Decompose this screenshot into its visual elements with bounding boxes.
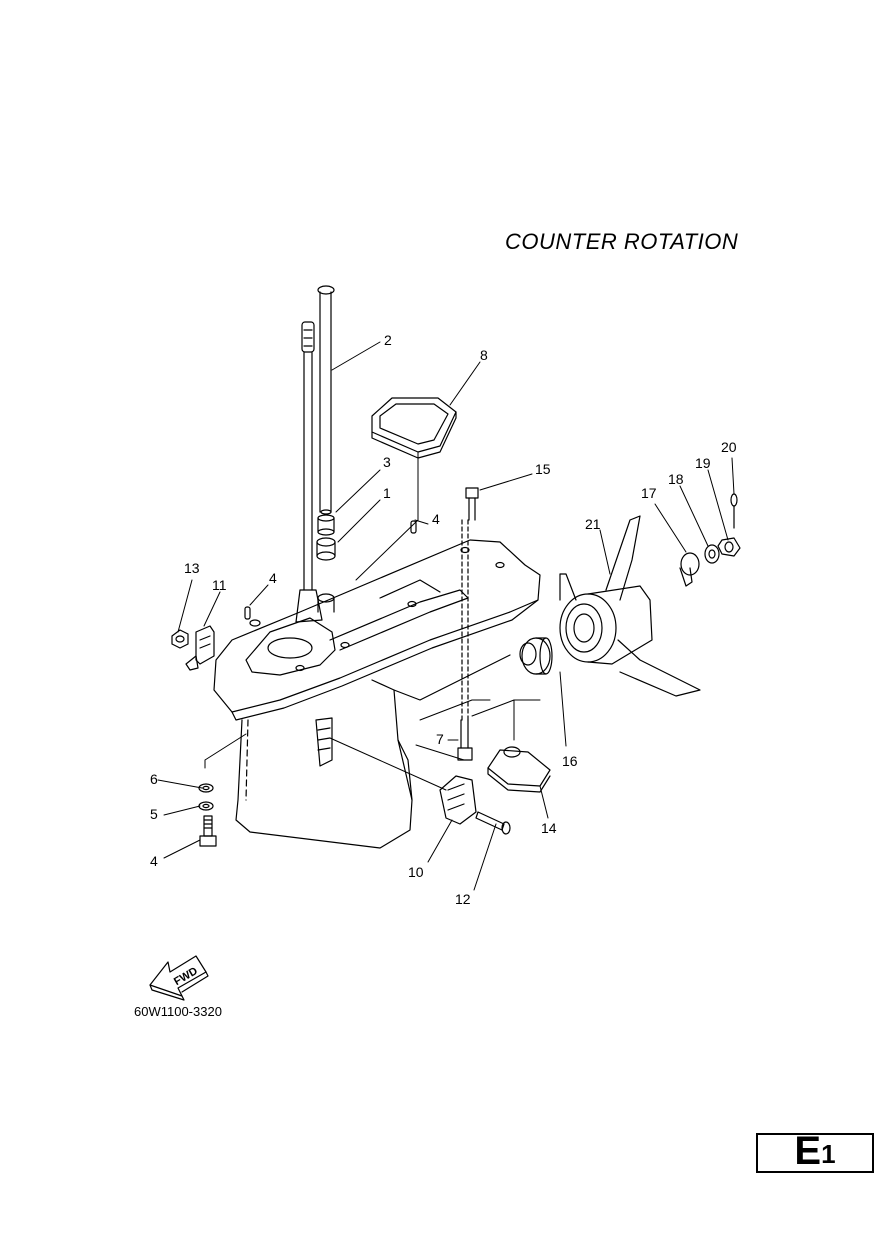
part-3-collar: [317, 514, 335, 536]
callout-3: 3: [383, 454, 391, 470]
callout-13: 13: [184, 560, 200, 576]
callout-4b: 4: [432, 511, 440, 527]
callout-19: 19: [695, 455, 711, 471]
page-marker: E 1: [756, 1129, 874, 1173]
callout-4a: 4: [269, 570, 277, 586]
part-5-bolt: [199, 815, 217, 847]
lower-casing: [213, 539, 541, 849]
part-9-gasket: [371, 397, 457, 459]
callout-20: 20: [721, 439, 737, 455]
part-18-washer: [704, 544, 720, 564]
callout-16: 16: [562, 753, 578, 769]
part-8-bolt: [457, 519, 473, 761]
callout-5: 4: [150, 853, 158, 869]
part-21-propeller: [559, 515, 701, 697]
part-1-seal: [316, 537, 336, 613]
diagram-title: COUNTER ROTATION: [505, 229, 739, 254]
part-12-bolt: [475, 811, 511, 835]
callout-labels: 2 8 3 1 4 15 4 13 11 6 5 4 7 16 14 10 12…: [150, 332, 737, 907]
page-marker-letter: E: [794, 1129, 822, 1173]
part-17-spacer: [679, 552, 700, 587]
part-7-washer: [198, 783, 214, 793]
callout-21: 21: [585, 516, 601, 532]
page-marker-number: 1: [821, 1139, 836, 1169]
part-19-nut: [717, 537, 741, 557]
fwd-arrow-icon: FWD: [149, 955, 209, 1001]
part-16-housing: [519, 637, 553, 675]
callout-12: 12: [455, 891, 471, 907]
callout-10: 10: [408, 864, 424, 880]
part-10-anode: [439, 775, 477, 825]
part-14-trim-tab: [487, 746, 551, 793]
callout-8: 7: [436, 731, 444, 747]
drive-shaft-part-2: [317, 285, 335, 515]
callout-9: 8: [480, 347, 488, 363]
part-20-cotter-pin: [730, 493, 738, 529]
callout-7: 6: [150, 771, 158, 787]
callout-17: 17: [641, 485, 657, 501]
callout-1: 1: [383, 485, 391, 501]
part-15-bolt: [465, 487, 479, 521]
leader-lines: [157, 341, 735, 891]
callout-14: 14: [541, 820, 557, 836]
callout-18: 18: [668, 471, 684, 487]
diagram-code: 60W1100-3320: [134, 1004, 222, 1019]
callout-2: 2: [384, 332, 392, 348]
part-13-nut: [171, 629, 189, 649]
callout-11: 11: [212, 577, 227, 593]
part-6-washer: [198, 801, 214, 811]
part-11-trim-tab-bracket: [185, 625, 215, 671]
shift-rod: [295, 321, 323, 623]
callout-6: 5: [150, 806, 158, 822]
callout-15: 15: [535, 461, 551, 477]
